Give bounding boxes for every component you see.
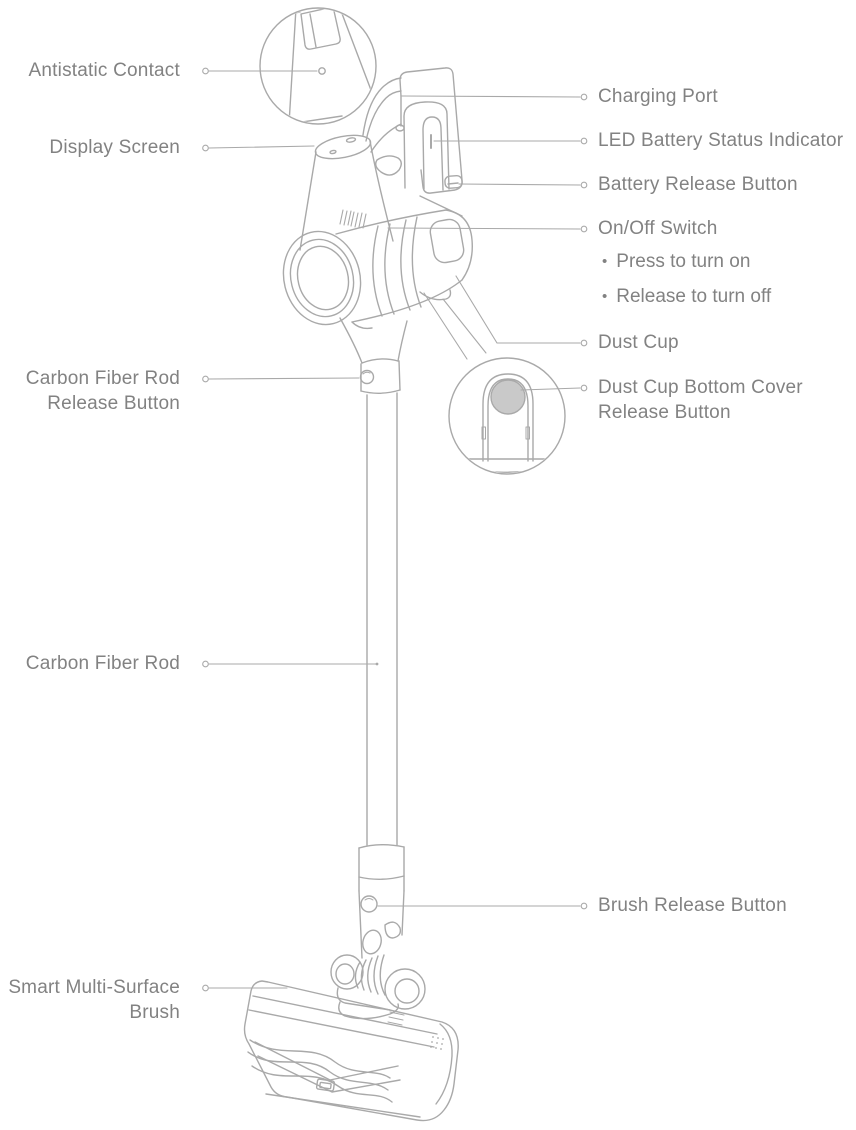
brush-head-part	[243, 980, 459, 1122]
carbon-fiber-rod-release-button-part	[359, 369, 375, 385]
on-off-switch-bullet-2: • Release to turn off	[602, 284, 771, 309]
antistatic-contact-dot	[318, 67, 326, 75]
display-screen-part	[299, 134, 394, 251]
leader-lines	[202, 67, 588, 992]
carbon-fiber-rod-part	[339, 317, 408, 846]
charging-port-hole	[395, 124, 405, 132]
leader-dust-cup	[455, 275, 581, 344]
label-carbon-fiber-rod-release-button: Carbon Fiber Rod Release Button	[26, 366, 180, 416]
brush-release-button-part	[360, 895, 378, 913]
label-line: Release Button	[47, 393, 180, 414]
dust-cup-magnifier	[423, 292, 566, 475]
label-line: On/Off Switch	[598, 218, 718, 239]
display-vents	[339, 209, 367, 229]
label-battery-release-button: Battery Release Button	[598, 172, 798, 197]
label-line: Display Screen	[49, 137, 180, 158]
label-line: Release Button	[598, 402, 731, 423]
label-brush-release-button: Brush Release Button	[598, 893, 787, 918]
label-line: Dust Cup	[598, 332, 679, 353]
leader-carbon-fiber-rod-release-button	[208, 377, 360, 380]
label-on-off-switch: On/Off Switch	[598, 216, 717, 241]
leader-charging-port	[401, 95, 581, 98]
label-line: Brush	[129, 1002, 180, 1023]
bullet-text: Release to turn off	[616, 286, 772, 307]
label-antistatic-contact: Antistatic Contact	[29, 58, 180, 83]
label-line: Dust Cup Bottom Cover	[598, 377, 803, 398]
handle-battery-part	[362, 67, 463, 217]
on-off-switch-bullet-1: • Press to turn on	[602, 249, 750, 274]
bullet-dot: •	[602, 288, 608, 305]
leader-on-off-switch	[387, 227, 581, 230]
label-display-screen: Display Screen	[49, 135, 180, 160]
leader-markers	[202, 67, 588, 992]
label-led-battery-status-indicator: LED Battery Status Indicator	[598, 128, 843, 153]
label-line: Charging Port	[598, 86, 718, 107]
leader-battery-release-button	[458, 183, 581, 186]
label-line: Battery Release Button	[598, 174, 798, 195]
antistatic-contact-magnifier	[259, 7, 377, 125]
motor-dust-cup-part	[282, 209, 473, 330]
label-carbon-fiber-rod: Carbon Fiber Rod	[26, 651, 180, 676]
label-charging-port: Charging Port	[598, 84, 718, 109]
lower-joint-part	[330, 844, 426, 1020]
bullet-text: Press to turn on	[616, 251, 751, 272]
label-line: Antistatic Contact	[28, 60, 180, 81]
label-dust-cup: Dust Cup	[598, 330, 679, 355]
brush-dot-grid	[430, 1036, 444, 1050]
label-line: Carbon Fiber Rod	[25, 653, 180, 674]
label-line: Brush Release Button	[598, 895, 787, 916]
label-smart-multi-surface-brush: Smart Multi-Surface Brush	[8, 975, 180, 1025]
bullet-dot: •	[602, 253, 608, 270]
label-line: Smart Multi-Surface	[8, 977, 180, 998]
battery-release-button-part	[444, 175, 463, 189]
leader-dust-cup-bottom-cover-release-button	[520, 387, 581, 391]
label-dust-cup-bottom-cover-release-button: Dust Cup Bottom Cover Release Button	[598, 375, 803, 425]
label-line: Carbon Fiber Rod	[25, 368, 180, 389]
leader-display-screen	[208, 145, 315, 149]
label-line: LED Battery Status Indicator	[598, 130, 844, 151]
dust-cup-bottom-cover-release-button-part	[490, 379, 526, 415]
